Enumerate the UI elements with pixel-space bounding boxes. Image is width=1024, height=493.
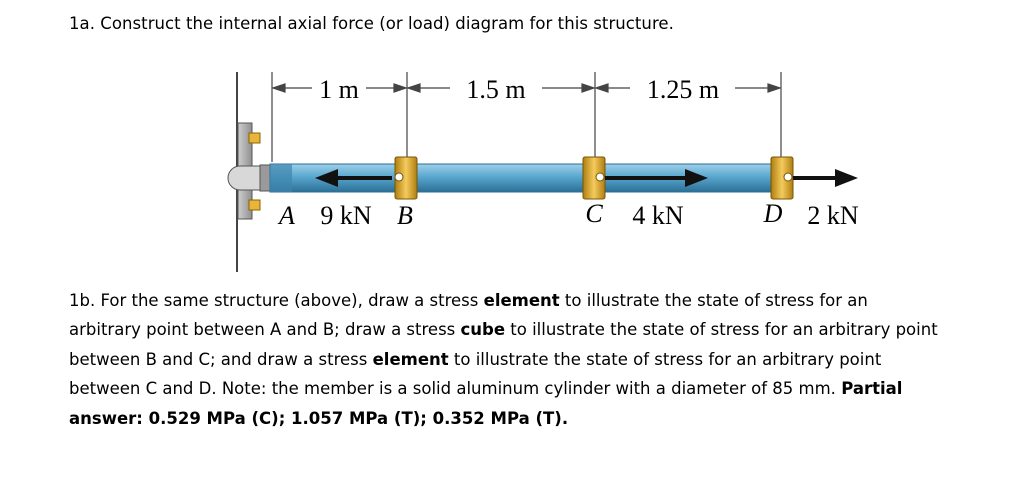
dim-label-cd: 1.25 m (647, 75, 719, 104)
load-label-c: 4 kN (632, 201, 684, 230)
partial-answer: answer: 0.529 MPa (C); 1.057 MPa (T); 0.… (69, 408, 569, 428)
dim-label-ab: 1 m (319, 75, 359, 104)
question-1a: 1a. Construct the internal axial force (… (69, 14, 674, 33)
load-label-b: 9 kN (320, 201, 372, 230)
collar-c (582, 156, 606, 200)
q1b-line-4: between C and D. Note: the member is a s… (69, 379, 903, 399)
q1b-line-5: answer: 0.529 MPa (C); 1.057 MPa (T); 0.… (69, 404, 1009, 433)
point-label-a: A (277, 201, 295, 230)
dim-label-bc: 1.5 m (466, 75, 525, 104)
fixed-support (227, 122, 273, 220)
point-label-d: D (763, 199, 783, 228)
load-arrow-b (315, 169, 392, 187)
dimension-arrows (271, 83, 782, 93)
load-label-d: 2 kN (807, 201, 859, 230)
question-1b: 1b. For the same structure (above), draw… (69, 286, 1009, 433)
collar-b (394, 156, 418, 200)
q1b-line-1: 1b. For the same structure (above), draw… (69, 291, 868, 310)
point-label-c: C (585, 199, 603, 228)
collar-d (770, 156, 794, 200)
load-arrow-c (605, 169, 708, 187)
load-arrow-d (793, 169, 858, 187)
q1b-line-3: between B and C; and draw a stress eleme… (69, 349, 882, 369)
q1b-line-2: arbitrary point between A and B; draw a … (69, 320, 938, 340)
point-label-b: B (397, 201, 413, 230)
